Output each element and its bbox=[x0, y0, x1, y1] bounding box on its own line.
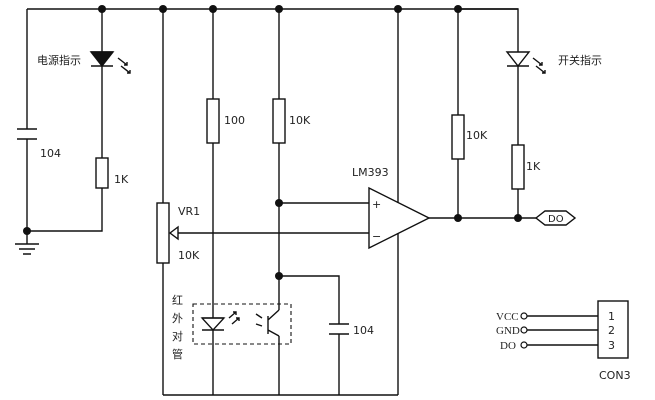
vr-value-label: 10K bbox=[178, 249, 200, 262]
con-pin-vcc: VCC bbox=[496, 311, 519, 323]
res-1k-right-label: 1K bbox=[526, 160, 541, 173]
con-number-2: 2 bbox=[608, 324, 615, 337]
ic-minus-label: − bbox=[372, 230, 381, 243]
resistor-10k-mid: 10K bbox=[272, 9, 311, 395]
connector-con3: VCC GND DO 1 2 3 CON3 bbox=[496, 300, 631, 382]
top-power-rail bbox=[27, 5, 518, 13]
ir-label-1: 红 bbox=[172, 294, 183, 307]
res-10k-mid-label: 10K bbox=[289, 114, 311, 127]
resistor-1k-right: 1K bbox=[511, 144, 541, 218]
res-left-label: 1K bbox=[114, 173, 129, 186]
resistor-100: 100 bbox=[206, 9, 245, 310]
cap-bottom-label: 104 bbox=[353, 324, 374, 337]
con-number-3: 3 bbox=[608, 339, 615, 352]
resistor-10k-right: 10K bbox=[451, 9, 488, 218]
resistor-left-1k: 1K bbox=[95, 157, 129, 189]
con-pin-gnd: GND bbox=[496, 325, 520, 337]
cap-left-label: 104 bbox=[40, 147, 61, 160]
output-line bbox=[429, 214, 536, 222]
con-pin-do: DO bbox=[500, 340, 516, 352]
power-led: 电源指示 bbox=[37, 9, 131, 158]
ir-label-2: 外 bbox=[172, 312, 183, 325]
ground-symbol bbox=[15, 188, 103, 255]
vr-name-label: VR1 bbox=[178, 205, 200, 218]
res-100-label: 100 bbox=[224, 114, 245, 127]
ic-name-label: LM393 bbox=[352, 166, 389, 179]
switch-led: 开关指示 bbox=[458, 8, 602, 145]
res-10k-right-label: 10K bbox=[466, 129, 488, 142]
ir-label-3: 对 bbox=[172, 329, 183, 343]
switch-led-label: 开关指示 bbox=[558, 53, 602, 67]
do-port-label: DO bbox=[548, 214, 564, 225]
con-name-label: CON3 bbox=[599, 369, 631, 382]
comparator-lm393: LM393 + − bbox=[279, 9, 431, 395]
ir-pair-module: 红 外 对 管 bbox=[172, 294, 292, 395]
power-led-label: 电源指示 bbox=[37, 53, 81, 67]
do-output-port: DO bbox=[534, 210, 577, 226]
con-number-1: 1 bbox=[608, 310, 615, 323]
potentiometer-vr1: VR1 10K bbox=[156, 9, 369, 395]
capacitor-left: 104 bbox=[17, 9, 61, 231]
ic-plus-label: + bbox=[372, 198, 381, 211]
capacitor-bottom: 104 bbox=[279, 275, 374, 395]
ir-label-4: 管 bbox=[172, 347, 183, 361]
